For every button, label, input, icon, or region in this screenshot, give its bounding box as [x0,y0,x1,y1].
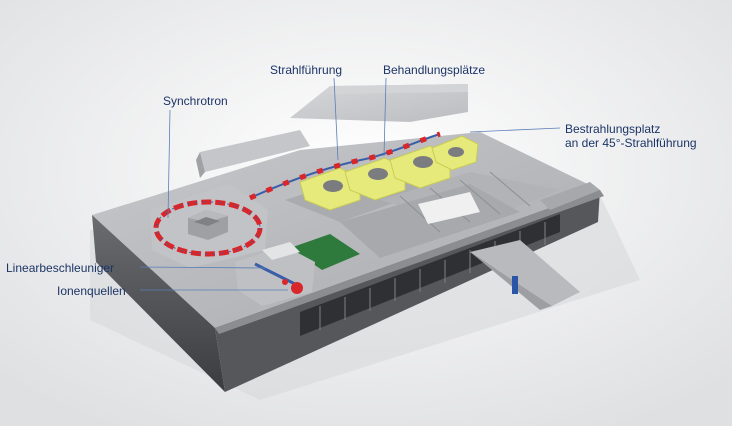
label-beam-guidance: Strahlführung [270,63,343,77]
label-irradiation-45-line2: an der 45°-Strahlführung [565,136,697,150]
entrance-walkway [470,240,580,310]
leader-line-synchrotron [167,109,171,219]
green-hall [290,234,360,270]
leader-line-linac [139,266,267,269]
synchrotron-hall [150,184,268,268]
linac-area [235,242,315,306]
label-synchrotron: Synchrotron [163,94,228,108]
leader-line-irradiation-45 [469,127,561,133]
right-annex [540,182,600,210]
leader-line-beam-guidance [333,77,339,161]
label-treatment-rooms: Behandlungsplätze [383,63,486,77]
beam-guidance-line [248,131,441,201]
leader-lines [139,77,561,291]
label-irradiation-45-line1: Bestrahlungsplatz [565,122,661,136]
label-linac: Linearbeschleuniger [6,261,115,275]
leader-line-treatment-rooms [383,77,387,157]
label-ion-sources: Ionenquellen [57,284,126,298]
treatment-rooms [299,135,479,211]
